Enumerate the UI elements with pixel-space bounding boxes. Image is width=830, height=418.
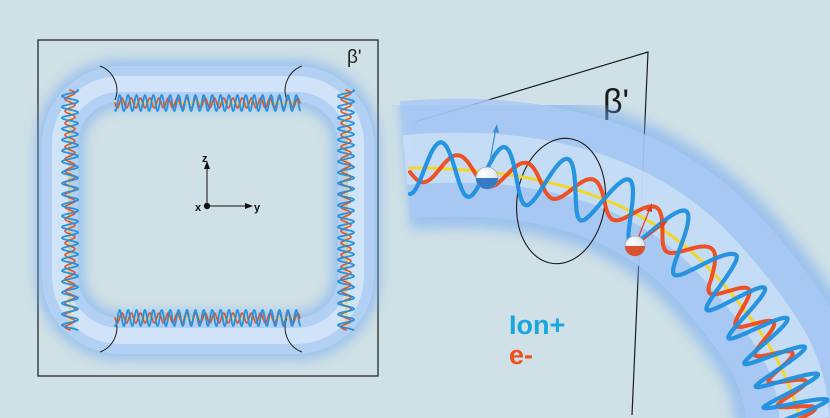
right-helices bbox=[407, 140, 830, 418]
left-panel-square-torus: β' z x y bbox=[36, 39, 380, 377]
left-tube bbox=[36, 60, 380, 360]
left-ion-helix-right bbox=[336, 89, 356, 331]
coordinate-axes: z x y bbox=[195, 153, 261, 214]
axis-label-x: x bbox=[195, 202, 202, 214]
left-ion-helix-left bbox=[60, 89, 80, 331]
ion-particle bbox=[475, 124, 499, 190]
left-ion-helix-bottom bbox=[114, 308, 301, 328]
left-ion-helix-top bbox=[114, 93, 301, 113]
axis-label-y: y bbox=[254, 202, 261, 214]
legend-electron-label: e- bbox=[509, 340, 533, 370]
right-panel-tube-closeup: β' Ion+ e- bbox=[398, 51, 830, 418]
legend-ion-label: Ion+ bbox=[509, 310, 565, 340]
curved-tube bbox=[398, 87, 830, 418]
legend: Ion+ e- bbox=[509, 310, 565, 370]
electron-particle bbox=[624, 203, 668, 257]
left-plane-label: β' bbox=[347, 47, 362, 68]
axis-label-z: z bbox=[202, 153, 208, 165]
left-helices bbox=[60, 89, 356, 331]
right-ion-helix bbox=[407, 140, 830, 418]
